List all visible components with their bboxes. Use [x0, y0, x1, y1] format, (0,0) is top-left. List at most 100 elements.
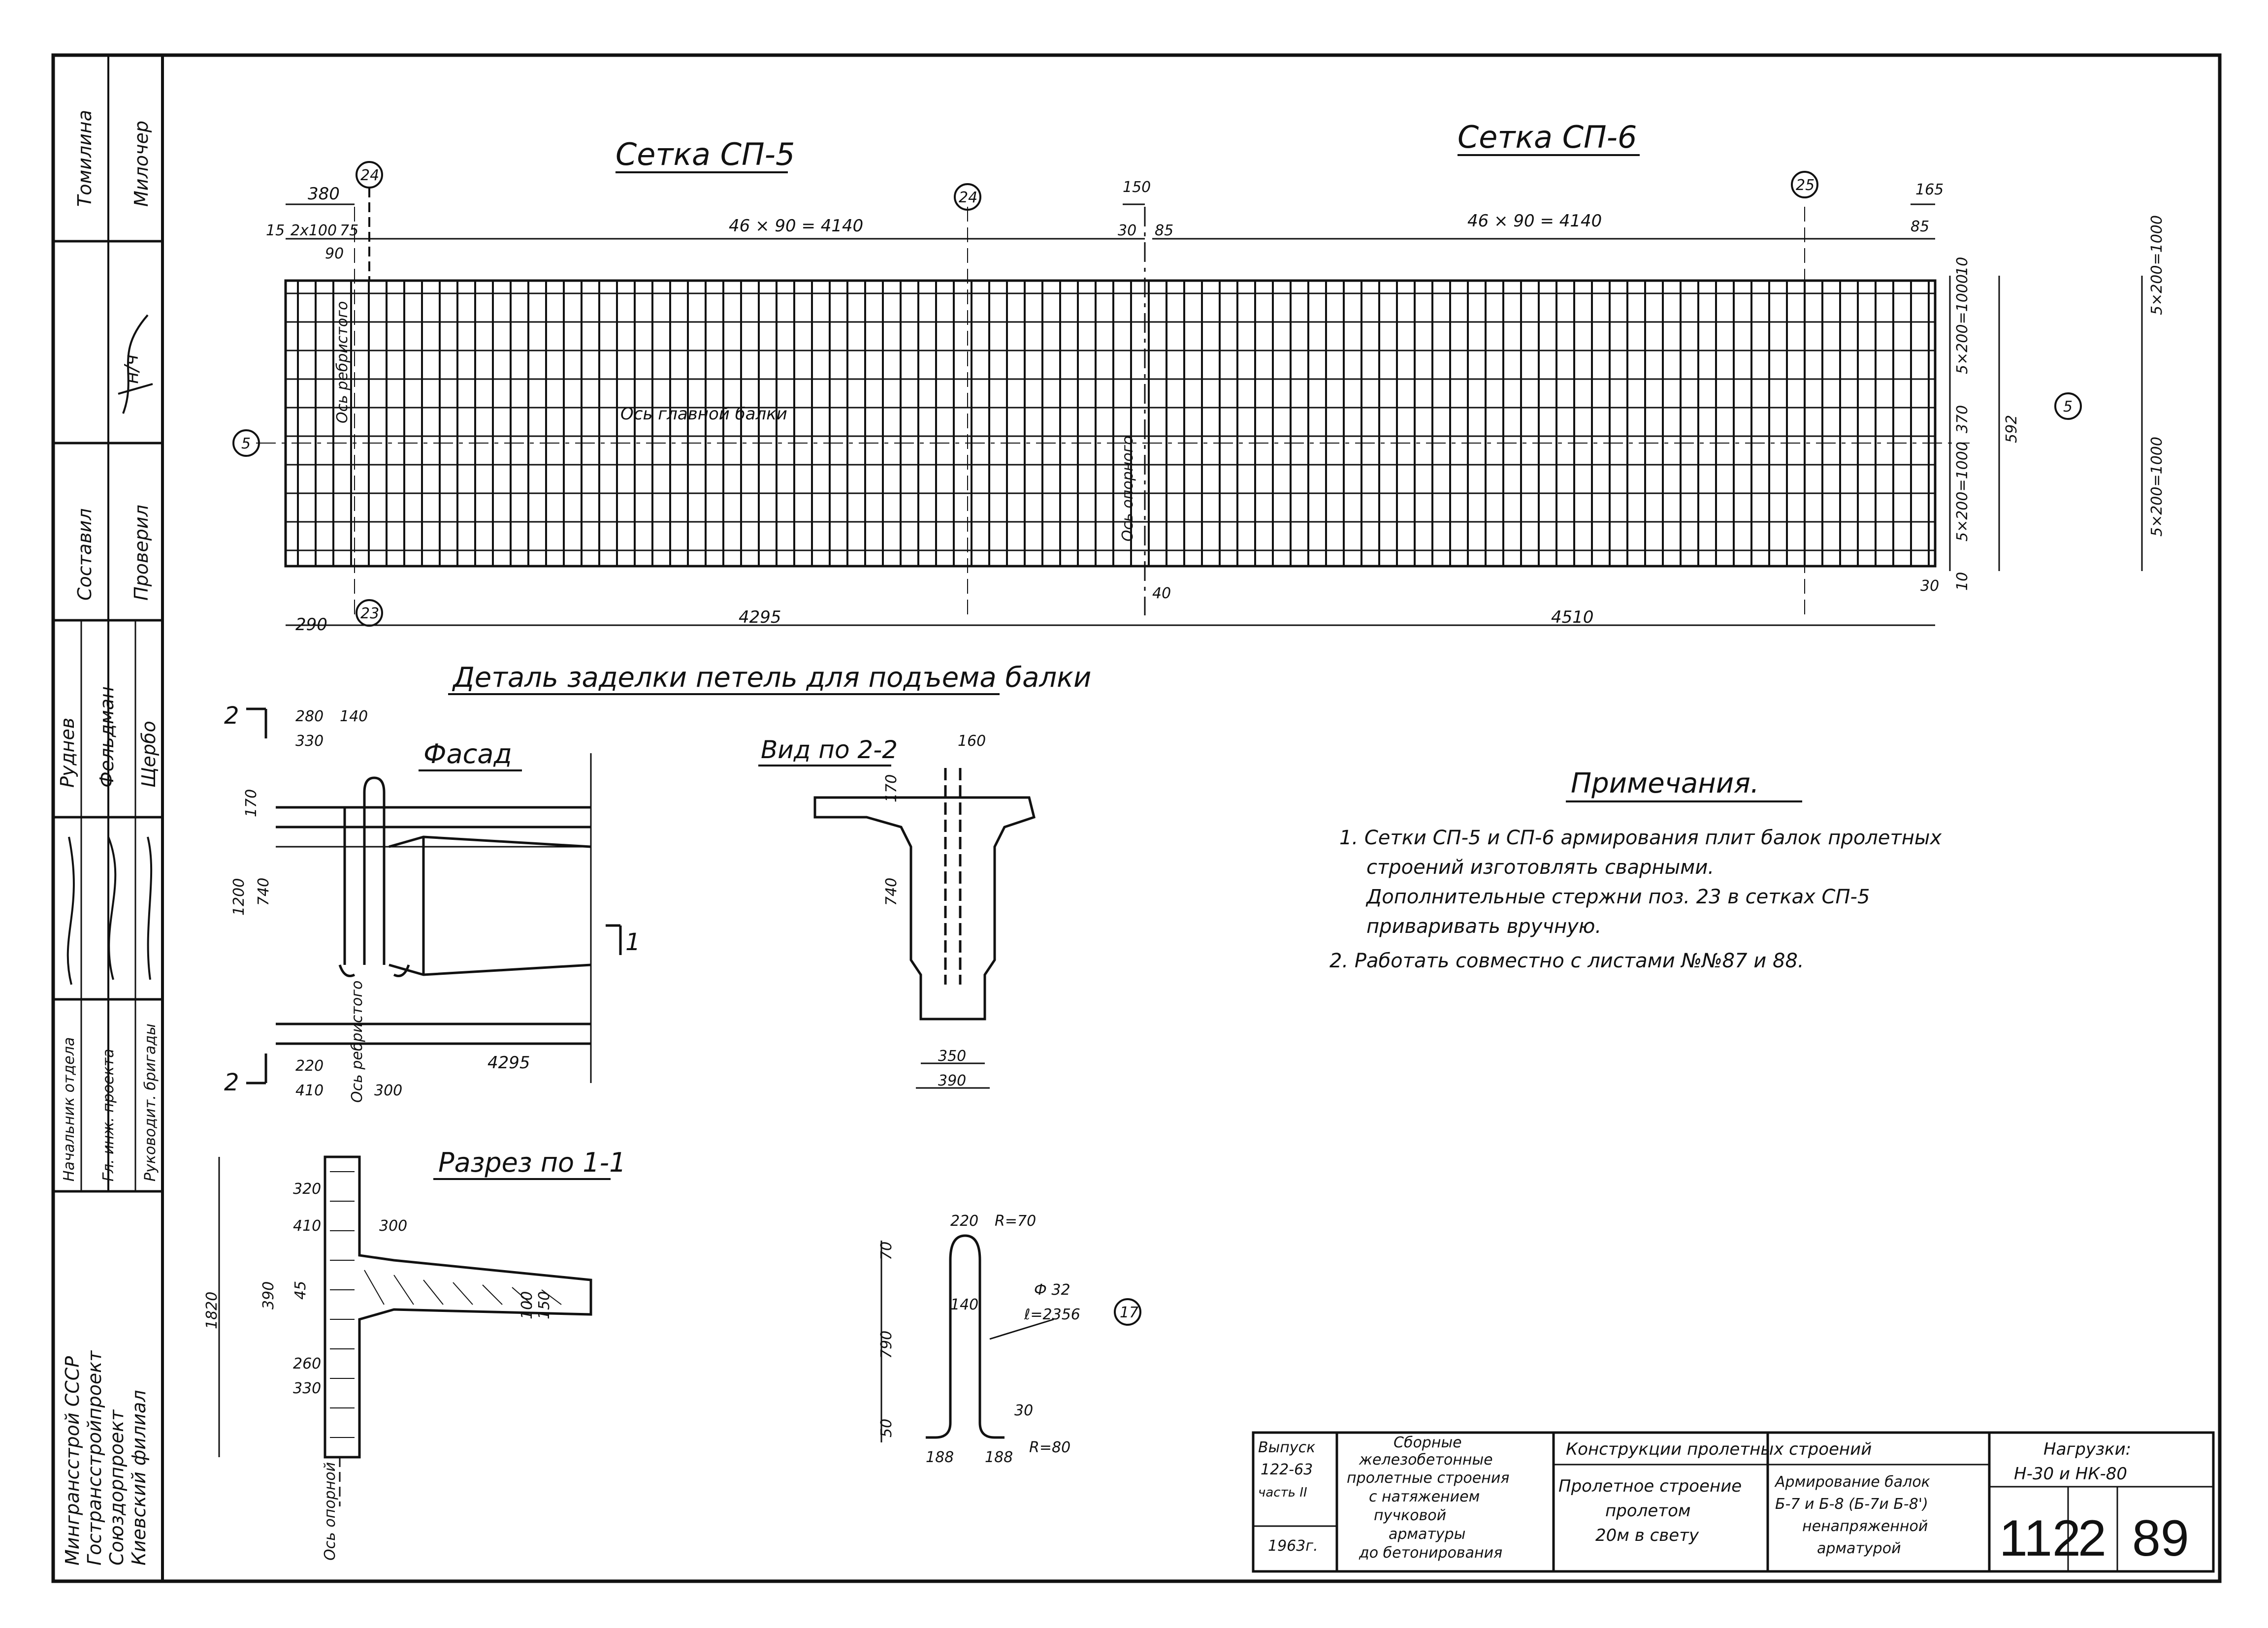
stamp-row4b: Фельдман — [96, 686, 118, 788]
loop-d140: 140 — [950, 1296, 978, 1313]
view22-d160: 160 — [958, 733, 986, 750]
sp5-total: 4295 — [739, 607, 781, 627]
facade-axis: Ось ребристого — [349, 981, 366, 1103]
stamp-row7a: Мингрансстрой СССР — [62, 1356, 83, 1565]
facade-d4295: 4295 — [487, 1053, 530, 1073]
loop-d188b: 188 — [985, 1449, 1013, 1466]
view22-d390: 390 — [938, 1072, 966, 1089]
mesh-top-dims — [286, 203, 1935, 626]
view22-d350: 350 — [938, 1048, 966, 1065]
facade-d170: 170 — [243, 789, 260, 817]
sec-d410: 410 — [293, 1217, 321, 1235]
position-markers — [232, 161, 2082, 627]
sec-d390: 390 — [260, 1281, 277, 1309]
tb-c3: Конструкции пролетных строений — [1566, 1439, 1872, 1459]
sp5-d380: 380 — [308, 184, 340, 204]
facade-d330: 330 — [295, 733, 324, 750]
tb-c7b: 2 — [2078, 1510, 2106, 1567]
mark-2-bot: 2 — [224, 1069, 239, 1096]
view22-d740: 740 — [883, 878, 900, 906]
sheet-frame — [51, 53, 2222, 1583]
tb-c2b: железобетонные — [1359, 1451, 1493, 1468]
stamp-row1a: Томилина — [74, 110, 96, 207]
pos-24: 24 — [360, 167, 379, 184]
loop-pos: 17 — [1120, 1304, 1138, 1321]
loop-detail — [880, 1234, 1054, 1442]
loop-r70: R=70 — [995, 1213, 1036, 1230]
loop-phi: Ф 32 — [1034, 1281, 1070, 1299]
tb-c1a: Выпуск — [1258, 1439, 1315, 1456]
sp6-d30: 30 — [1118, 222, 1136, 239]
section11-title: Разрез по 1-1 — [438, 1147, 626, 1178]
note-1d: приваривать вручную. — [1366, 915, 1601, 938]
pos-5-right: 5 — [2063, 398, 2073, 415]
sp6-d150: 150 — [1123, 179, 1151, 196]
loop-d30: 30 — [1014, 1402, 1033, 1419]
tb-c2e: пучковой — [1374, 1507, 1446, 1524]
tb-c7a: 112 — [1999, 1510, 2081, 1567]
sec-d150: 150 — [536, 1291, 553, 1319]
note-1a: 1. Сетки СП-5 и СП-6 армирования плит ба… — [1339, 827, 1942, 849]
tb-c7c: 89 — [2132, 1510, 2189, 1567]
note-2: 2. Работать совместно с листами №№87 и 8… — [1329, 950, 1804, 972]
loop-d790: 790 — [878, 1331, 895, 1359]
note-1b: строений изготовлять сварными. — [1366, 856, 1714, 879]
tb-c5a: Армирование балок — [1774, 1473, 1930, 1491]
note-1c: Дополнительные стержни поз. 23 в сетках … — [1365, 886, 1870, 908]
stamp-row6c: Руководит. бригады — [142, 1023, 159, 1181]
sec-d1820: 1820 — [203, 1292, 221, 1329]
stamp-row2: н/ч — [121, 354, 142, 384]
mark-1: 1 — [625, 928, 641, 956]
tb-c1d: 1963г. — [1268, 1537, 1318, 1555]
sp6-right-bot: 5×200=1000 — [1954, 442, 1971, 542]
sp6-d10b: 10 — [1954, 572, 1971, 591]
side-stamp: Томилина Милочер н/ч Составил Проверил Р… — [53, 55, 162, 1565]
sp5-d75: 75 — [340, 222, 358, 239]
sec-axis: Ось опорной — [322, 1462, 339, 1561]
facade-view — [276, 753, 592, 1083]
stamp-row4c: Щербо — [138, 721, 160, 788]
tb-c2c: пролетные строения — [1347, 1469, 1509, 1487]
stamp-row6a: Начальник отдела — [61, 1037, 78, 1181]
detail-title: Деталь заделки петель для подъема балки — [452, 662, 1091, 694]
stamp-row3b: Проверил — [130, 505, 152, 601]
sp6-span: 46 × 90 = 4140 — [1467, 211, 1602, 231]
tb-c5c: ненапряженной — [1802, 1518, 1928, 1535]
vert-axis-left-label: Ось ребристого — [334, 301, 351, 423]
tb-c1c: часть II — [1258, 1485, 1307, 1500]
beam-axis-label: Ось главной балки — [620, 404, 787, 424]
mesh-grid — [256, 207, 1970, 615]
sp5-d90: 90 — [325, 245, 344, 262]
facade-d280: 280 — [295, 708, 324, 725]
stamp-row6b: Гл. инж. проекта — [100, 1049, 117, 1181]
far-right-bot: 5×200=1000 — [2148, 437, 2166, 537]
tb-c2d: с натяжением — [1369, 1488, 1480, 1505]
signatures-2 — [66, 836, 153, 985]
sp6-right-top: 5×200=1000 — [1954, 274, 1971, 374]
view22-d170: 170 — [883, 774, 900, 802]
tb-c5d: арматурой — [1817, 1540, 1901, 1557]
stamp-row4a: Руднев — [57, 718, 78, 788]
pos-5-left: 5 — [241, 435, 251, 452]
loop-d220: 220 — [950, 1213, 978, 1230]
view-2-2 — [813, 768, 1036, 1089]
facade-d740: 740 — [255, 878, 272, 906]
facade-title: Фасад — [423, 738, 512, 769]
tb-c2g: до бетонирования — [1359, 1544, 1502, 1562]
facade-d1200: 1200 — [230, 878, 248, 916]
pos-23: 23 — [360, 605, 379, 622]
loop-d188a: 188 — [926, 1449, 954, 1466]
tb-c4b: пролетом — [1605, 1501, 1691, 1521]
loop-pos-circle — [1114, 1298, 1141, 1326]
stamp-row7b: Гострансстройпроект — [84, 1350, 105, 1565]
tb-c1b: 122-63 — [1261, 1461, 1313, 1478]
mark-2-top: 2 — [224, 702, 239, 730]
sp6-d85: 85 — [1155, 222, 1173, 239]
loop-len: ℓ=2356 — [1024, 1306, 1080, 1323]
tb-c4a: Пролетное строение — [1558, 1476, 1742, 1496]
sp5-span: 46 × 90 = 4140 — [729, 216, 863, 236]
mesh-sp6-title: Сетка СП-6 — [1458, 119, 1637, 155]
sec-d300: 300 — [379, 1217, 407, 1235]
sp6-d40: 40 — [1152, 585, 1171, 602]
